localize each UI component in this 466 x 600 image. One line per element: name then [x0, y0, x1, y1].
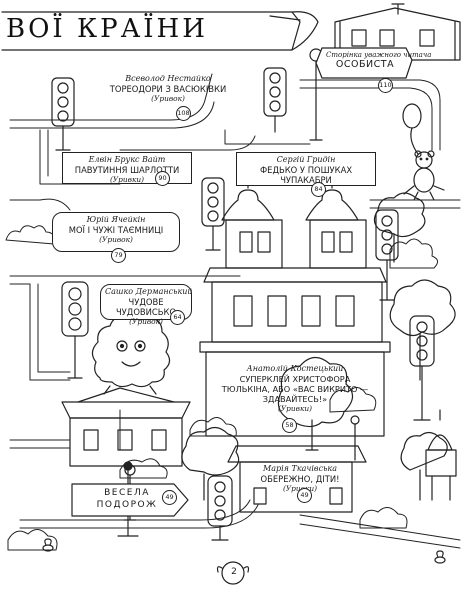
entry-note: (Уривок): [99, 235, 133, 244]
entry-story: ФЕДЬКО У ПОШУКАХ ЧУПАКАБРИ: [259, 165, 353, 185]
entry-page-badge: 84: [311, 182, 326, 197]
entry-note: (Уривки): [277, 404, 313, 413]
page-title: ВОЇ КРАЇНИ: [6, 14, 208, 44]
entry-story: СУПЕРКЛЕЙ ХРИСТОФОРА ТЮЛЬКІНА, АБО «ВАС …: [221, 374, 369, 404]
entry-story: МОЇ І ЧУЖІ ТАЄМНИЦІ: [68, 225, 164, 235]
entry-sign-kostetskyi: Анатолій Костецький СУПЕРКЛЕЙ ХРИСТОФОРА…: [212, 362, 378, 428]
entry-note: (Уривки): [109, 175, 145, 184]
entry-page-badge: 58: [282, 418, 297, 433]
house-icon: [227, 445, 367, 513]
entry-author: Сашко Дерманський: [105, 287, 193, 296]
entry-sign-nestaiko: Всеволод Нестайко ТОРЕОДОРИ З ВАСЮКІВКИ …: [100, 72, 236, 112]
rubric-heading: Сторінка уважного читача: [326, 51, 432, 59]
title-banner: [1, 11, 319, 51]
entry-page-badge: 90: [155, 171, 170, 186]
house-icon: [61, 387, 191, 467]
signpost-label: ВЕСЕЛА ПОДОРОЖ: [74, 484, 180, 516]
entry-sign-dermanskyi: Сашко Дерманський ЧУДОВЕ ЧУДОВИСЬКО (Ури…: [100, 284, 193, 326]
traffic-light-icon: [51, 67, 435, 541]
entry-page-badge: 49: [297, 488, 312, 503]
entry-page-badge: 108: [176, 106, 191, 121]
signpost-icon: [71, 461, 189, 537]
entry-story: ЧУДОВЕ ЧУДОВИСЬКО: [115, 297, 177, 317]
entry-story: ПАВУТИННЯ ШАРЛОТТИ: [74, 165, 180, 175]
balloon-bear-icon: [402, 103, 445, 201]
tree-icon: [181, 192, 456, 501]
entry-author: Всеволод Нестайко: [125, 74, 211, 83]
entry-author: Анатолій Костецький: [246, 364, 344, 373]
entry-story: ОБЕРЕЖНО, ДІТИ!: [260, 474, 340, 484]
rubric-ribbon: [315, 47, 413, 79]
entry-author: Марія Ткачівська: [263, 464, 337, 473]
entry-note: (Уривок): [151, 94, 185, 103]
entry-sign-yacheikin: Юрій Ячейкін МОЇ І ЧУЖІ ТАЄМНИЦІ (Уривок…: [52, 212, 180, 252]
rubric-sign: Сторінка уважного читача ОСОБИСТА: [324, 50, 432, 76]
signpost-line-2: ПОДОРОЖ: [96, 500, 158, 510]
entry-story: ТОРЕОДОРИ З ВАСЮКІВКИ: [109, 84, 227, 94]
entry-author: Елвін Брукс Вайт: [88, 155, 166, 164]
entry-author: Юрій Ячейкін: [86, 215, 146, 224]
entry-author: Сергій Гридін: [276, 155, 336, 164]
central-building: [199, 179, 391, 437]
page-number: 2: [231, 567, 237, 577]
entry-sign-white: Елвін Брукс Вайт ПАВУТИННЯ ШАРЛОТТИ (Ури…: [62, 152, 192, 184]
signpost-page-badge: 49: [162, 490, 177, 505]
monster-icon: [91, 311, 171, 395]
bee-icon: [42, 538, 446, 564]
road-network: [9, 73, 461, 549]
rubric-name: ОСОБИСТА: [335, 59, 395, 70]
entry-page-badge: 79: [111, 248, 126, 263]
page-number-emblem: [216, 561, 250, 585]
tower-icon: [425, 409, 457, 501]
entry-sign-grydin: Сергій Гридін ФЕДЬКО У ПОШУКАХ ЧУПАКАБРИ: [236, 152, 376, 186]
signpost-line-1: ВЕСЕЛА: [104, 488, 150, 498]
entry-note: (Уривок): [129, 317, 163, 326]
entry-page-badge: 64: [170, 310, 185, 325]
rubric-page-badge: 110: [378, 78, 393, 93]
